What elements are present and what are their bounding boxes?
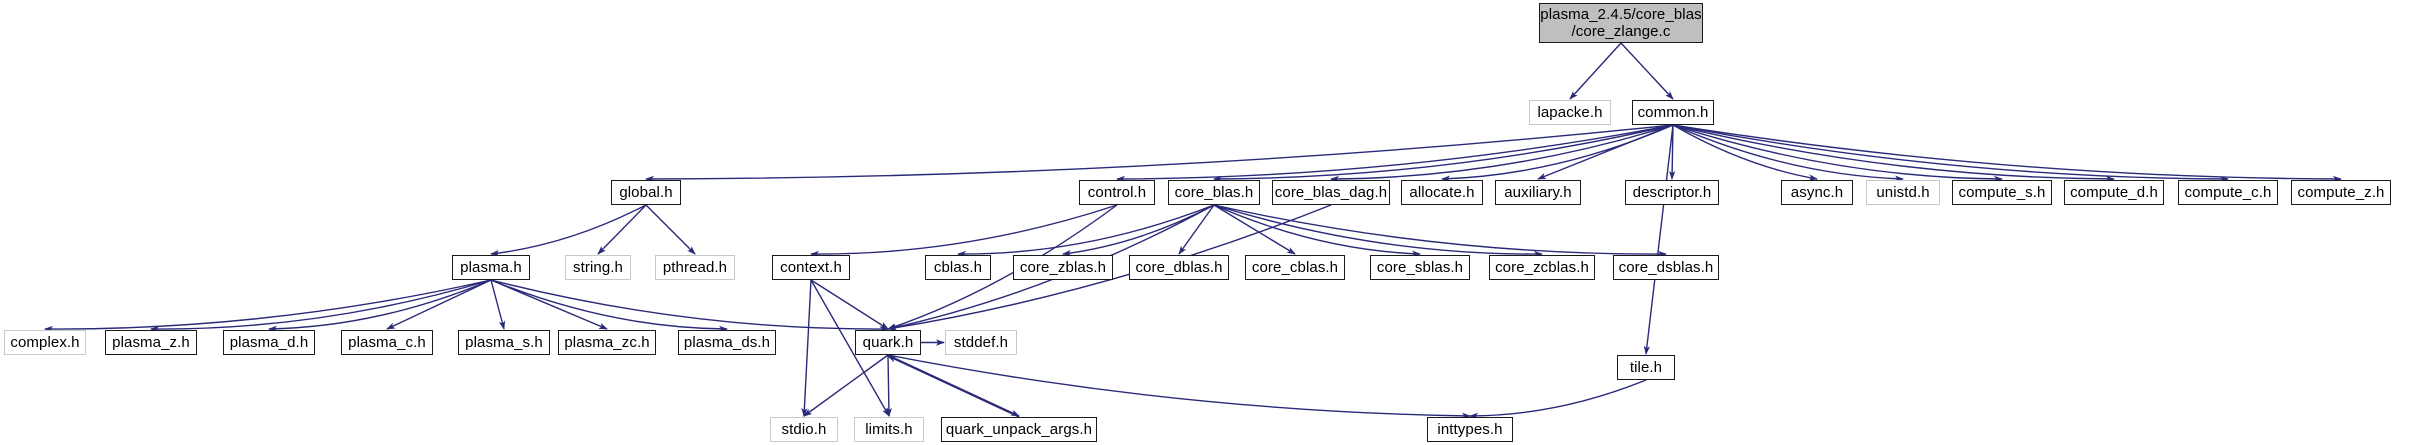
graph-edge-core_blas_dag-to-quark [887,204,1332,331]
graph-edge-quark_unpack-to-quark [887,355,1020,418]
graph-node-auxiliary[interactable]: auxiliary.h [1495,180,1581,205]
graph-node-quark[interactable]: quark.h [855,330,921,355]
graph-edge-common-to-control [1116,124,1674,183]
graph-node-plasma_z[interactable]: plasma_z.h [105,330,197,355]
graph-node-cblas[interactable]: cblas.h [925,255,991,280]
graph-edge-plasma-to-complex [44,279,492,333]
graph-edge-common-to-compute_s [1672,124,2003,183]
graph-edge-common-to-auxiliary [1537,124,1674,180]
graph-node-core_sblas[interactable]: core_sblas.h [1370,255,1470,280]
graph-node-core_dsblas[interactable]: core_dsblas.h [1613,255,1719,280]
graph-edge-core_blas-to-core_dblas [1178,204,1215,255]
graph-node-context[interactable]: context.h [772,255,850,280]
graph-edge-common-to-tile [1643,124,1674,355]
graph-node-global[interactable]: global.h [611,180,681,205]
graph-node-inttypes[interactable]: inttypes.h [1427,417,1513,442]
graph-edge-control-to-context [810,204,1118,258]
graph-node-stdio[interactable]: stdio.h [770,417,838,442]
graph-edge-core_blas-to-core_cblas [1213,204,1296,255]
graph-node-quark_unpack[interactable]: quark_unpack_args.h [941,417,1097,442]
graph-node-core_dblas[interactable]: core_dblas.h [1129,255,1229,280]
graph-node-lapacke[interactable]: lapacke.h [1529,100,1611,125]
graph-edge-plasma-to-plasma_c [386,279,492,330]
graph-node-plasma_s[interactable]: plasma_s.h [458,330,550,355]
edge-group [44,42,2342,420]
graph-node-common[interactable]: common.h [1632,100,1714,125]
graph-edge-global-to-string [597,204,647,255]
graph-edge-core_blas-to-cblas [957,204,1215,258]
graph-node-allocate[interactable]: allocate.h [1401,180,1483,205]
graph-edge-context-to-limits [810,279,890,417]
graph-node-compute_s[interactable]: compute_s.h [1952,180,2052,205]
graph-edge-common-to-compute_z [1672,124,2342,183]
graph-node-pthread[interactable]: pthread.h [655,255,735,280]
graph-node-plasma_d[interactable]: plasma_d.h [223,330,315,355]
graph-node-root[interactable]: plasma_2.4.5/core_blas /core_zlange.c [1539,3,1703,43]
graph-node-descriptor[interactable]: descriptor.h [1625,180,1719,205]
graph-edge-root-to-common [1620,42,1674,100]
graph-node-compute_z[interactable]: compute_z.h [2291,180,2391,205]
graph-node-compute_d[interactable]: compute_d.h [2064,180,2164,205]
graph-edge-root-to-lapacke [1569,42,1622,100]
graph-edge-common-to-compute_c [1672,124,2229,183]
graph-node-core_zcblas[interactable]: core_zcblas.h [1489,255,1595,280]
graph-edge-common-to-core_blas [1213,124,1674,183]
graph-node-unistd[interactable]: unistd.h [1866,180,1940,205]
graph-node-core_zblas[interactable]: core_zblas.h [1013,255,1113,280]
graph-edge-core_blas-to-core_zcblas [1213,204,1543,258]
graph-node-string[interactable]: string.h [565,255,631,280]
graph-edge-context-to-quark [810,279,889,330]
graph-edge-plasma-to-plasma_d [268,279,492,333]
graph-edge-quark-to-limits [885,354,893,417]
graph-edge-common-to-global [645,124,1674,183]
graph-edge-tile-to-inttypes [1469,379,1647,420]
graph-node-async[interactable]: async.h [1781,180,1853,205]
graph-edge-quark-to-stdio [803,354,889,417]
graph-edge-plasma-to-quark [490,279,889,333]
graph-edge-global-to-plasma [490,204,647,257]
graph-node-compute_c[interactable]: compute_c.h [2178,180,2278,205]
graph-edge-plasma-to-plasma_s [490,279,506,330]
graph-node-plasma_zc[interactable]: plasma_zc.h [558,330,656,355]
graph-edge-core_blas-to-core_sblas [1213,204,1421,257]
graph-node-control[interactable]: control.h [1079,180,1155,205]
graph-node-plasma_c[interactable]: plasma_c.h [341,330,433,355]
graph-node-tile[interactable]: tile.h [1617,355,1675,380]
graph-node-stddef[interactable]: stddef.h [945,330,1017,355]
graph-edge-common-to-compute_d [1672,124,2115,183]
graph-node-plasma[interactable]: plasma.h [452,255,530,280]
graph-node-complex[interactable]: complex.h [4,330,86,355]
graph-edge-plasma-to-plasma_z [150,279,492,333]
graph-edge-common-to-unistd [1672,124,1904,182]
graph-edge-global-to-pthread [645,204,696,255]
graph-edge-control-to-quark [887,204,1118,330]
graph-node-core_blas[interactable]: core_blas.h [1168,180,1260,205]
graph-edge-quark-to-quark_unpack [887,354,1020,417]
graph-node-core_cblas[interactable]: core_cblas.h [1245,255,1345,280]
graph-edge-quark-to-inttypes [887,354,1471,420]
graph-edge-context-to-stdio [801,279,812,417]
graph-edge-common-to-async [1672,124,1818,181]
graph-node-limits[interactable]: limits.h [854,417,924,442]
graph-node-plasma_ds[interactable]: plasma_ds.h [678,330,776,355]
graph-edge-common-to-core_blas_dag [1330,124,1674,183]
graph-node-core_blas_dag[interactable]: core_blas_dag.h [1272,180,1390,205]
graph-edge-core_blas-to-core_dsblas [1213,204,1667,258]
graph-edge-plasma-to-plasma_ds [490,279,728,333]
